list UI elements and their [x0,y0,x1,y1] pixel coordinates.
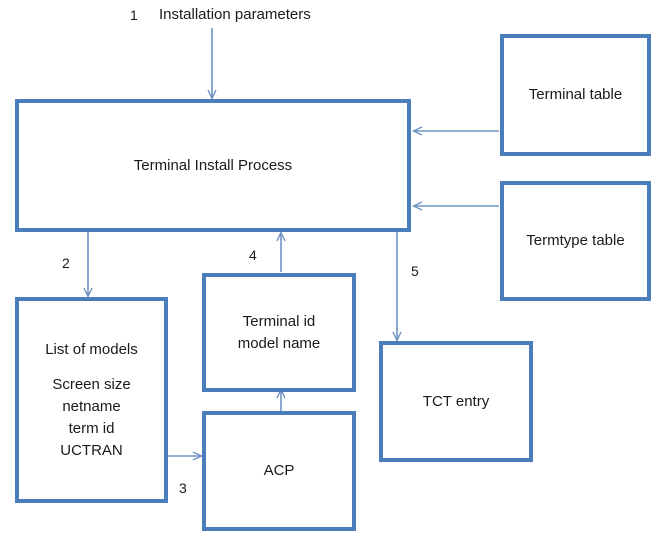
terminal-table-label: Terminal table [528,86,623,104]
list-of-models-heading: List of models [45,340,138,358]
edge-number-5: 5 [411,263,419,279]
edge-number-2: 2 [62,255,70,271]
list-of-models-attribute-screen-size: Screen size [52,376,131,394]
list-of-models-attribute-term-id: term id [68,419,115,437]
edge-number-3: 3 [179,480,187,496]
node-terminal-install-process[interactable]: Terminal Install Process [15,99,411,232]
node-acp[interactable]: ACP [202,411,356,531]
edge-number-4: 4 [249,247,257,263]
model-name-label: model name [237,334,321,352]
tct-entry-label: TCT entry [422,392,490,410]
terminal-install-process-label: Terminal Install Process [133,156,293,174]
acp-label: ACP [263,462,295,480]
edge-number-1: 1 [130,7,138,23]
node-list-of-models[interactable]: List of models Screen size netname term … [15,297,168,503]
node-tct-entry[interactable]: TCT entry [379,341,533,462]
node-terminal-table[interactable]: Terminal table [500,34,651,156]
node-termtype-table[interactable]: Termtype table [500,181,651,301]
termtype-table-label: Termtype table [526,232,625,250]
list-of-models-attribute-netname: netname [62,398,121,416]
installation-parameters-label: Installation parameters [159,6,311,23]
list-of-models-attribute-uctran: UCTRAN [60,441,123,459]
terminal-id-label: Terminal id [242,312,316,330]
node-terminal-id-model-name[interactable]: Terminal id model name [202,273,356,392]
